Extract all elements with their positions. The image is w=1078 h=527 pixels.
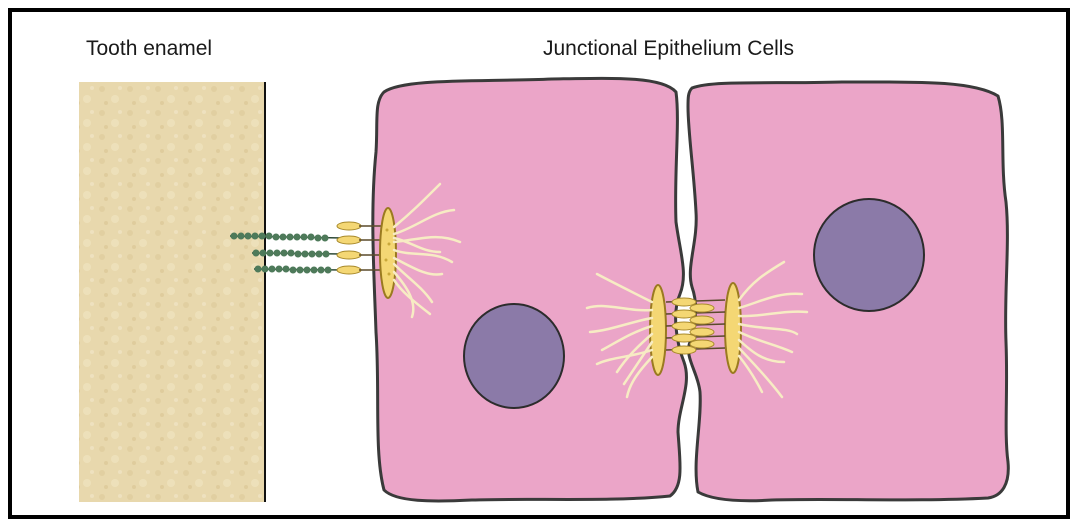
hemidesmosome-plaque [380, 208, 396, 298]
cells-diagram [12, 12, 1070, 519]
tooth-enamel [79, 82, 265, 502]
anchoring-fibril-3 [254, 266, 344, 274]
nucleus-left [464, 304, 564, 408]
enamel-surface [79, 82, 265, 502]
desmosome-plaque-left [650, 285, 666, 375]
epithelial-cell-left [373, 78, 687, 501]
nucleus-right [814, 199, 924, 311]
diagram-frame: Tooth enamel Junctional Epithelium Cells [8, 8, 1070, 519]
desmosome-plaque-right [725, 283, 741, 373]
